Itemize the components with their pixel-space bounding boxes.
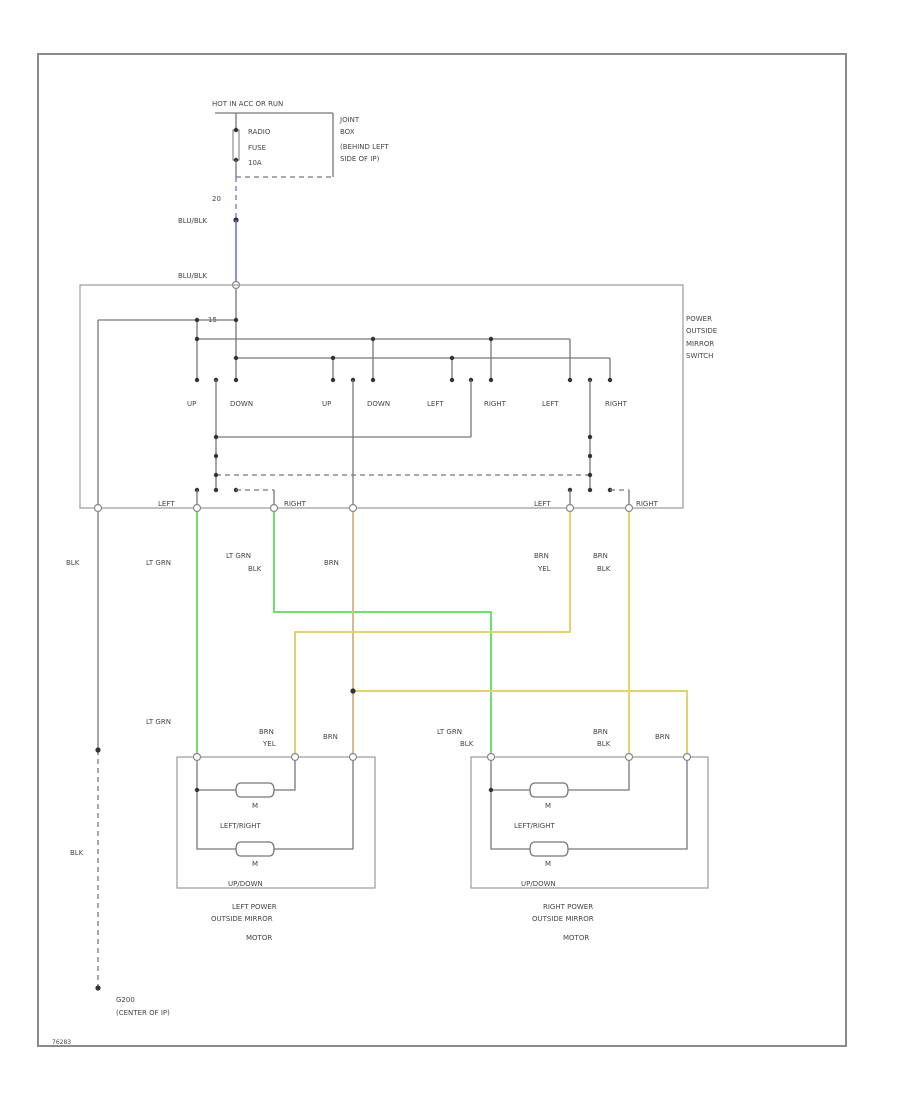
ground-location: (CENTER OF IP) [116, 1009, 170, 1017]
blu-blk-label-switch: BLU/BLK [178, 272, 208, 280]
wire-label-brn-right-lower: BRN [655, 733, 670, 741]
left-motor-caption-3: MOTOR [246, 934, 272, 942]
wire-label-brn-blk-lower-1: BRN [593, 728, 608, 736]
ground-wire-label-lower: BLK [70, 849, 84, 857]
right-motor-leftright-label: LEFT/RIGHT [514, 822, 555, 830]
power-header: HOT IN ACC OR RUN [212, 100, 283, 108]
wire-label-brn-left-lower: BRN [323, 733, 338, 741]
ground-name: G200 [116, 996, 135, 1004]
bus-node-b1 [233, 355, 239, 361]
bus-node-197 [194, 317, 200, 323]
footer-code: 76283 [52, 1039, 71, 1046]
bus-node-b2 [330, 355, 336, 361]
wire-label-lt-grn-upper: LT GRN [146, 559, 171, 567]
wire-label-lt-grn-blk-lower-1: LT GRN [437, 728, 462, 736]
left-motor-updown-label: UP/DOWN [228, 880, 263, 888]
bus-node-a1 [194, 336, 200, 342]
diagram-frame [37, 53, 847, 1047]
switch-name-3: MIRROR [686, 340, 714, 348]
blu-blk-label-top: BLU/BLK [178, 217, 208, 225]
left-motor-caption-2: OUTSIDE MIRROR [211, 915, 273, 923]
brn-splice [350, 688, 356, 694]
left-motor-caption-1: LEFT POWER [232, 903, 277, 911]
left-mirror-motor [176, 752, 376, 889]
selector-left-2: LEFT [534, 500, 551, 508]
switch-contacts [194, 377, 613, 383]
wire-label-brn-yel-lower-2: YEL [262, 740, 276, 748]
right-motor-caption-1: RIGHT POWER [543, 903, 593, 911]
pole-node-216c [213, 472, 219, 478]
switch-output-terminals [93, 503, 634, 513]
fuse-label-3: 10A [248, 159, 262, 167]
fuse-label-1: RADIO [248, 128, 271, 136]
joint-box-label-1: JOINT [339, 116, 360, 124]
left-motor-m2: M [252, 860, 258, 868]
wire-label-lt-grn-blk-lower-2: BLK [460, 740, 474, 748]
wire-label-brn-upper: BRN [324, 559, 339, 567]
position-left-2: LEFT [542, 400, 559, 408]
position-up-1: UP [187, 400, 196, 408]
pole-node-590c [587, 472, 593, 478]
joint-box-label-4: SIDE OF IP) [340, 155, 380, 163]
position-right-2: RIGHT [605, 400, 628, 408]
wire-label-brn-yel-upper-1: BRN [534, 552, 549, 560]
bus-node-b3 [449, 355, 455, 361]
ground-terminal [95, 985, 101, 991]
left-motor-leftright-label: LEFT/RIGHT [220, 822, 261, 830]
fuse-symbol [232, 129, 240, 161]
pole-node-590b [587, 453, 593, 459]
selector-right-2: RIGHT [636, 500, 659, 508]
right-motor-m2: M [545, 860, 551, 868]
mirror-switch-box [79, 284, 684, 509]
left-motor-m1: M [252, 802, 258, 810]
right-mirror-motor [470, 752, 709, 889]
switch-name-4: SWITCH [686, 352, 713, 360]
selector-left-1: LEFT [158, 500, 175, 508]
bus-node-236 [233, 317, 239, 323]
pole-node-216b [213, 453, 219, 459]
right-motor-caption-2: OUTSIDE MIRROR [532, 915, 594, 923]
right-motor-updown-label: UP/DOWN [521, 880, 556, 888]
brn-yel-wire [294, 512, 571, 755]
pole-node-216a [213, 434, 219, 440]
joint-box-label-2: BOX [340, 128, 355, 136]
wire-label-brn-blk-upper-2: BLK [597, 565, 611, 573]
lt-grn-blk-wire [273, 512, 492, 755]
switch-name-1: POWER [686, 315, 712, 323]
right-motor-caption-3: MOTOR [563, 934, 589, 942]
wire-label-brn-yel-lower-1: BRN [259, 728, 274, 736]
position-down-1: DOWN [230, 400, 253, 408]
position-left-1: LEFT [427, 400, 444, 408]
right-motor-m1: M [545, 802, 551, 810]
position-up-2: UP [322, 400, 331, 408]
selector-pivot-1 [213, 487, 219, 493]
wire-label-brn-yel-upper-2: YEL [537, 565, 551, 573]
wire-label-lt-grn-lower: LT GRN [146, 718, 171, 726]
selector-right-1: RIGHT [284, 500, 307, 508]
switch-name-2: OUTSIDE [686, 327, 717, 335]
fuse-label-2: FUSE [248, 144, 266, 152]
bus-node-a3 [488, 336, 494, 342]
bus-node-a2 [370, 336, 376, 342]
power-pin-label: 20 [212, 195, 221, 203]
position-down-2: DOWN [367, 400, 390, 408]
position-right-1: RIGHT [484, 400, 507, 408]
ground-splice [95, 747, 101, 753]
ground-wire-label-upper: BLK [66, 559, 80, 567]
selector-pivot-2 [587, 487, 593, 493]
wire-label-lt-grn-blk-upper-1: LT GRN [226, 552, 251, 560]
wire-label-brn-blk-lower-2: BLK [597, 740, 611, 748]
wire-label-lt-grn-blk-upper-2: BLK [248, 565, 262, 573]
pole-node-590a [587, 434, 593, 440]
brn-wire-right [353, 690, 688, 755]
fuse-terminal-top [233, 127, 239, 133]
wire-label-brn-blk-upper-1: BRN [593, 552, 608, 560]
joint-box-label-3: (BEHIND LEFT [340, 143, 389, 151]
